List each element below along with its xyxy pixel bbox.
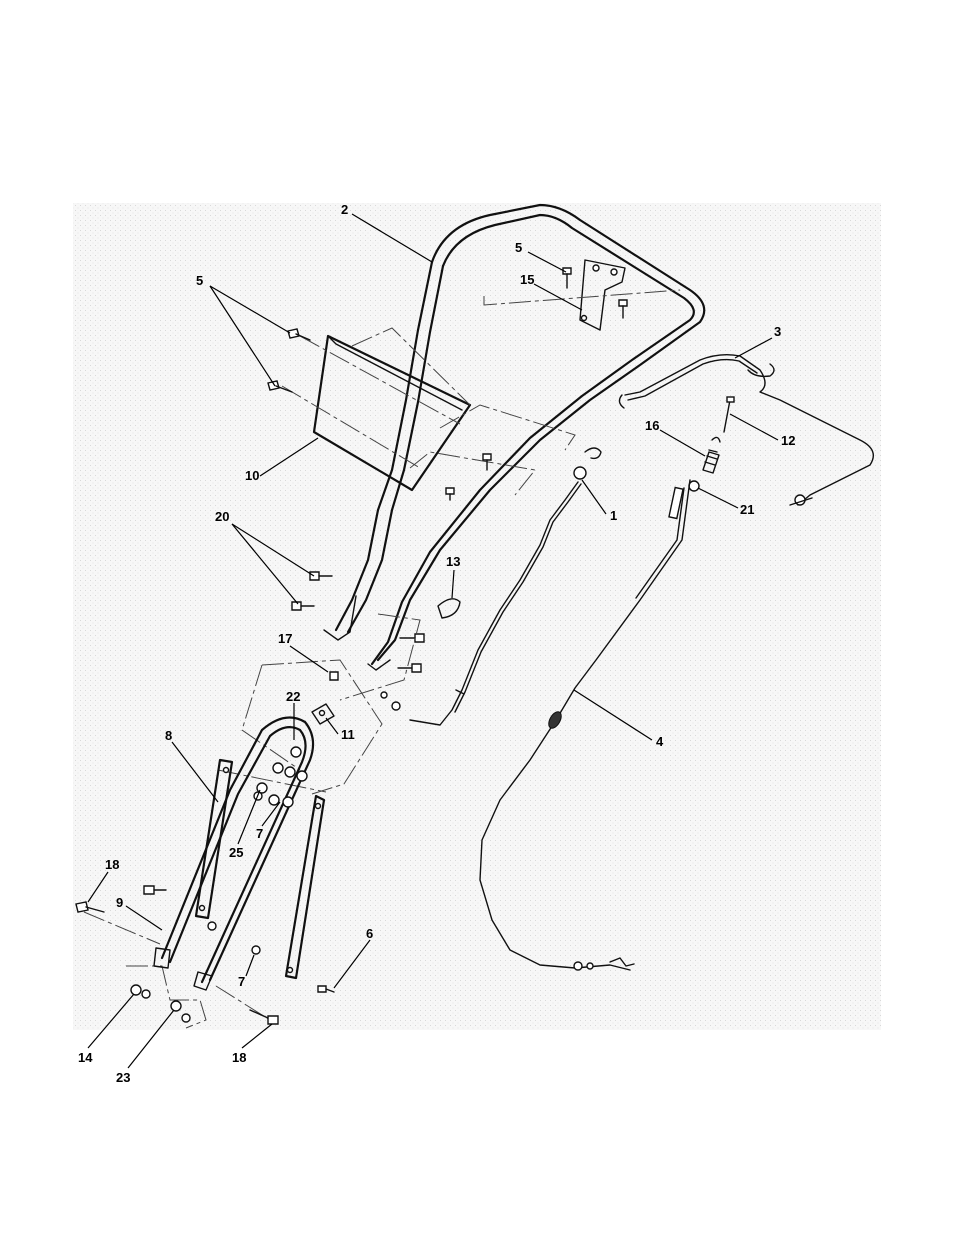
callout-4: 4 <box>656 734 664 749</box>
callout-6: 6 <box>366 926 373 941</box>
callout-9: 9 <box>116 895 123 910</box>
callout-5: 5 <box>515 240 522 255</box>
callout-18: 18 <box>105 857 119 872</box>
callout-17: 17 <box>278 631 292 646</box>
callout-22: 22 <box>286 689 300 704</box>
callout-21: 21 <box>740 502 754 517</box>
callout-1: 1 <box>610 508 617 523</box>
callout-2: 2 <box>341 202 348 217</box>
callout-12: 12 <box>781 433 795 448</box>
callout-18: 18 <box>232 1050 246 1065</box>
callout-5: 5 <box>196 273 203 288</box>
callout-15: 15 <box>520 272 534 287</box>
callout-11: 11 <box>341 727 355 742</box>
callout-7: 7 <box>256 826 263 841</box>
callout-13: 13 <box>446 554 460 569</box>
callout-8: 8 <box>165 728 172 743</box>
callout-16: 16 <box>645 418 659 433</box>
callout-14: 14 <box>78 1050 93 1065</box>
callout-3: 3 <box>774 324 781 339</box>
callout-23: 23 <box>116 1070 130 1085</box>
callout-25: 25 <box>229 845 243 860</box>
callout-7: 7 <box>238 974 245 989</box>
drawing-background <box>73 203 881 1030</box>
callout-10: 10 <box>245 468 259 483</box>
callout-20: 20 <box>215 509 229 524</box>
nut-part <box>689 481 699 491</box>
